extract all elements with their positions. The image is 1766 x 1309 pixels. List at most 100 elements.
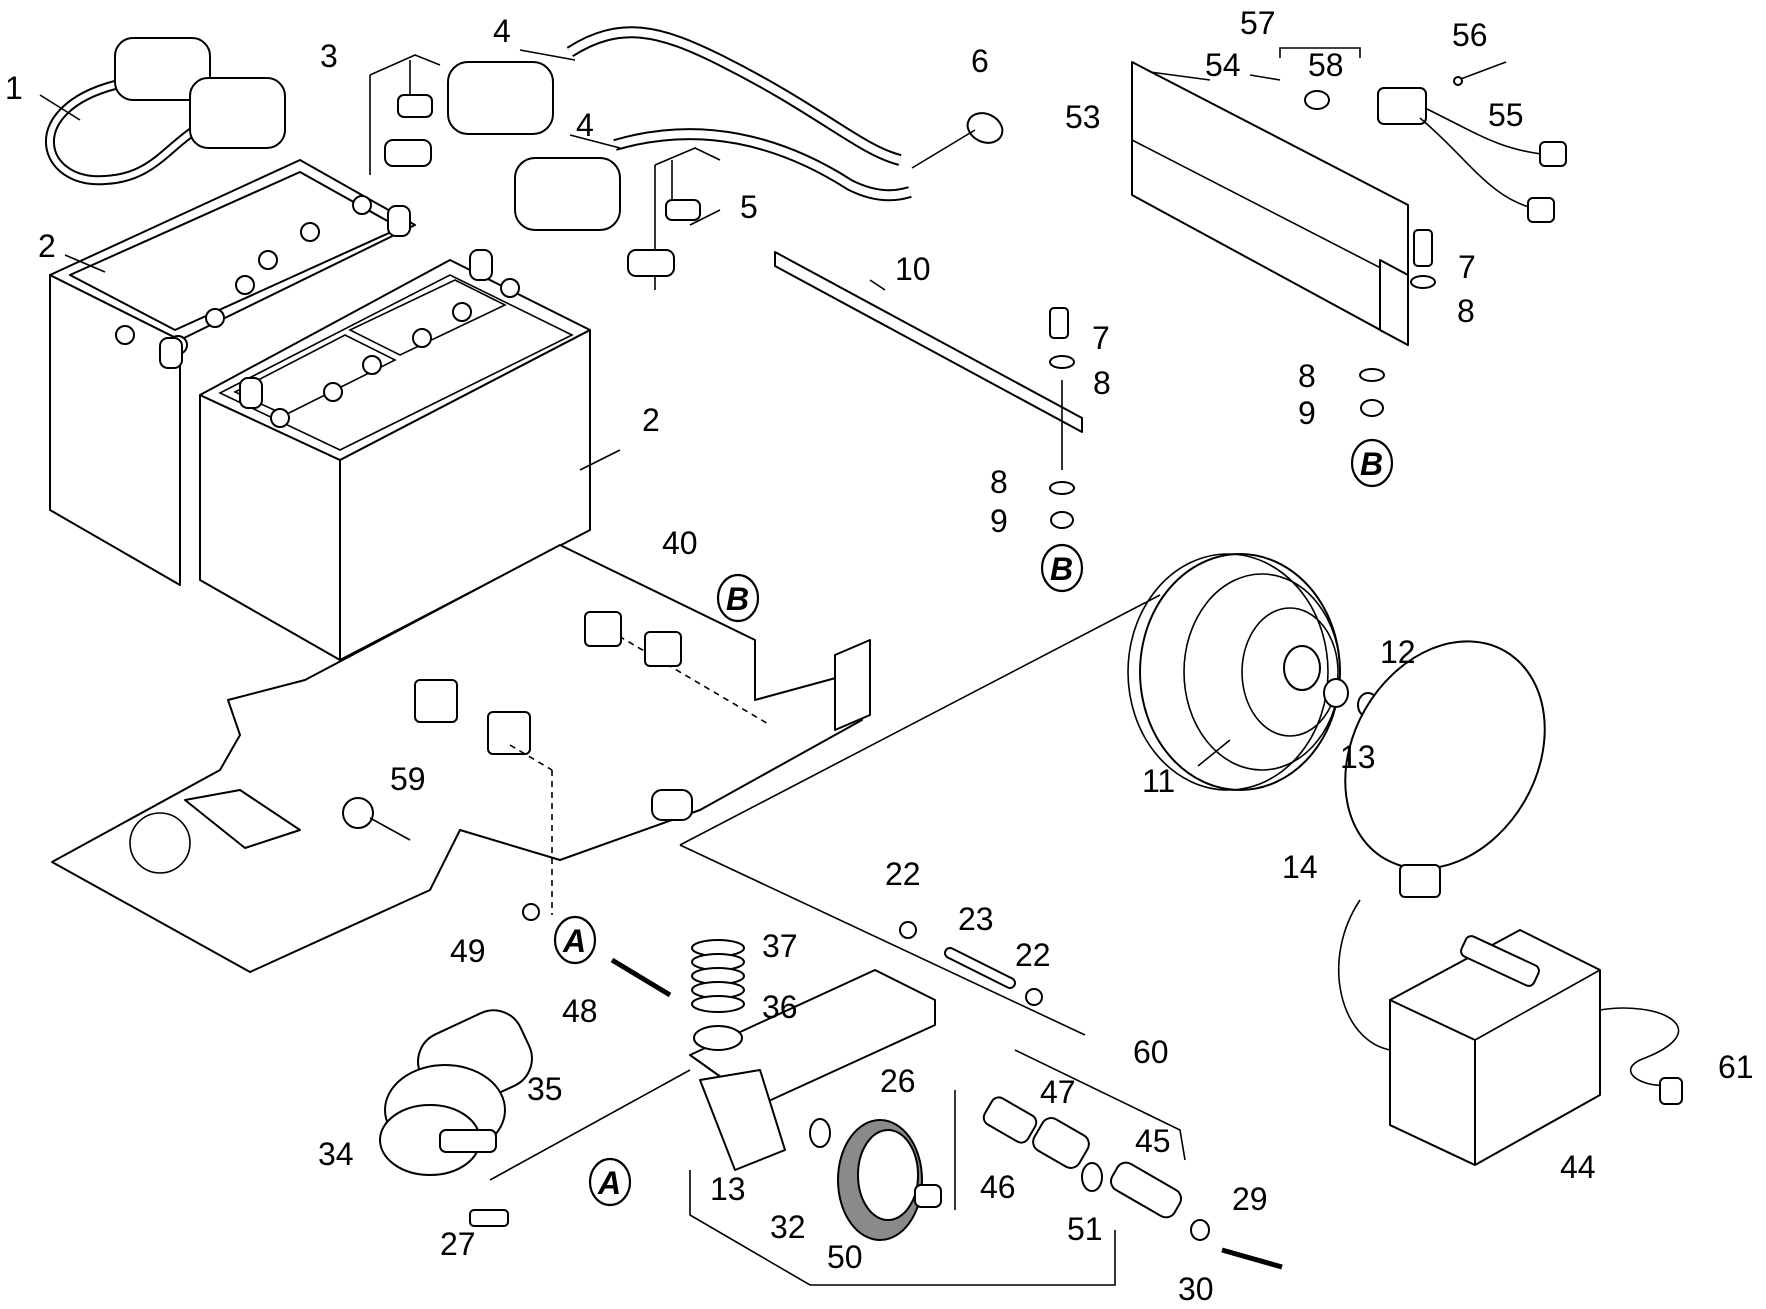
callout-35: 35 [527, 1071, 563, 1107]
callout-12: 12 [1380, 634, 1416, 670]
clip-22b [1025, 988, 1043, 1006]
motor-34 [379, 1009, 533, 1227]
callout-40: 40 [662, 525, 698, 561]
terminal-clamp-5 [627, 147, 721, 290]
callout-26: 26 [880, 1063, 916, 1099]
callout-53: 53 [1065, 99, 1101, 135]
spring-46 [982, 1096, 1038, 1144]
leader-lines [39, 49, 1281, 767]
callout-3: 3 [320, 38, 338, 74]
battery-terminals [159, 205, 493, 409]
callout-58: 58 [1308, 47, 1344, 83]
terminal-clamp-3 [369, 54, 441, 175]
svg-text:A: A [562, 923, 586, 959]
spring-37 [691, 939, 745, 1013]
callout-46: 46 [980, 1169, 1016, 1205]
oring-51 [1081, 1162, 1103, 1192]
roller-32 [837, 1119, 942, 1241]
base-plate-40 [51, 544, 871, 973]
cable-set-58 [1377, 61, 1567, 223]
callout-8c: 8 [1457, 293, 1475, 329]
panel-53 [1131, 61, 1409, 346]
svg-text:B: B [1050, 551, 1073, 587]
bolt-29 [1221, 1247, 1283, 1270]
callout-56: 56 [1452, 17, 1488, 53]
callout-27: 27 [440, 1226, 476, 1262]
callout-54: 54 [1205, 47, 1241, 83]
cable-4-upper [447, 26, 902, 166]
battery-right [199, 259, 591, 661]
callout-labels: 1 2 2 3 4 4 5 6 7 7 8 8 8 8 9 9 10 11 12… [5, 5, 1754, 1307]
cable-jumper-1 [45, 37, 286, 186]
arm-26 [489, 969, 936, 1181]
callout-14: 14 [1282, 849, 1318, 885]
nut-49 [522, 903, 540, 921]
ref-marker-b3: B [716, 573, 760, 623]
callout-22b: 22 [1015, 937, 1051, 973]
pin-45 [1109, 1161, 1183, 1219]
grommet-6 [911, 112, 1004, 169]
callout-50: 50 [827, 1239, 863, 1275]
callout-7a: 7 [1092, 320, 1110, 356]
callout-34: 34 [318, 1136, 354, 1172]
callout-48: 48 [562, 993, 598, 1029]
callout-2a: 2 [38, 228, 56, 264]
nut-54 [1304, 90, 1330, 110]
callout-37: 37 [762, 928, 798, 964]
callout-10: 10 [895, 251, 931, 287]
svg-text:B: B [726, 581, 749, 617]
callout-51: 51 [1067, 1211, 1103, 1247]
callout-7b: 7 [1458, 249, 1476, 285]
callout-57: 57 [1240, 5, 1276, 41]
callout-47: 47 [1040, 1074, 1076, 1110]
callout-9b: 9 [1298, 395, 1316, 431]
wheel-11 [679, 553, 1379, 846]
callout-13a: 13 [1340, 739, 1376, 775]
callout-11: 11 [1142, 763, 1175, 799]
callout-45: 45 [1135, 1123, 1171, 1159]
callout-4b: 4 [576, 107, 594, 143]
charger-44 [1338, 864, 1683, 1166]
bar-10 [774, 251, 1083, 433]
sleeve-47 [1032, 1117, 1090, 1169]
bracket-line-lower [689, 1170, 1116, 1286]
callout-60: 60 [1133, 1034, 1169, 1070]
cable-4-lower [514, 128, 912, 231]
callout-5: 5 [740, 189, 758, 225]
ref-marker-a2: A [588, 1157, 632, 1207]
callout-8b: 8 [990, 464, 1008, 500]
ref-marker-b2: B [1350, 438, 1394, 488]
callout-23: 23 [958, 901, 994, 937]
hubcap-14 [1344, 640, 1546, 870]
svg-text:A: A [597, 1165, 621, 1201]
callout-22a: 22 [885, 856, 921, 892]
clip-13b [809, 1118, 831, 1148]
fastener-stack-center [1049, 307, 1075, 529]
callout-6: 6 [971, 43, 989, 79]
ref-marker-a1: A [553, 915, 597, 965]
washer-30 [1190, 1219, 1210, 1241]
callout-2b: 2 [642, 402, 660, 438]
callout-8d: 8 [1298, 358, 1316, 394]
callout-57-bracket [1279, 47, 1361, 58]
callout-36: 36 [762, 989, 798, 1025]
callout-32: 32 [770, 1209, 806, 1245]
callout-44: 44 [1560, 1149, 1596, 1185]
callout-1: 1 [5, 70, 23, 106]
svg-text:B: B [1360, 446, 1383, 482]
callout-29: 29 [1232, 1181, 1268, 1217]
bracket-line-60 [1014, 1049, 1186, 1161]
washer-36 [693, 1025, 743, 1051]
callout-9a: 9 [990, 503, 1008, 539]
callout-4a: 4 [493, 13, 511, 49]
callout-59: 59 [390, 761, 426, 797]
callout-13b: 13 [710, 1171, 746, 1207]
callout-8a: 8 [1093, 365, 1111, 401]
callout-61: 61 [1718, 1049, 1754, 1085]
reference-markers: B B B A A [553, 438, 1394, 1207]
ref-marker-b1: B [1040, 543, 1084, 593]
clip-22a [899, 921, 917, 939]
callout-30: 30 [1178, 1271, 1214, 1307]
callout-49: 49 [450, 933, 486, 969]
